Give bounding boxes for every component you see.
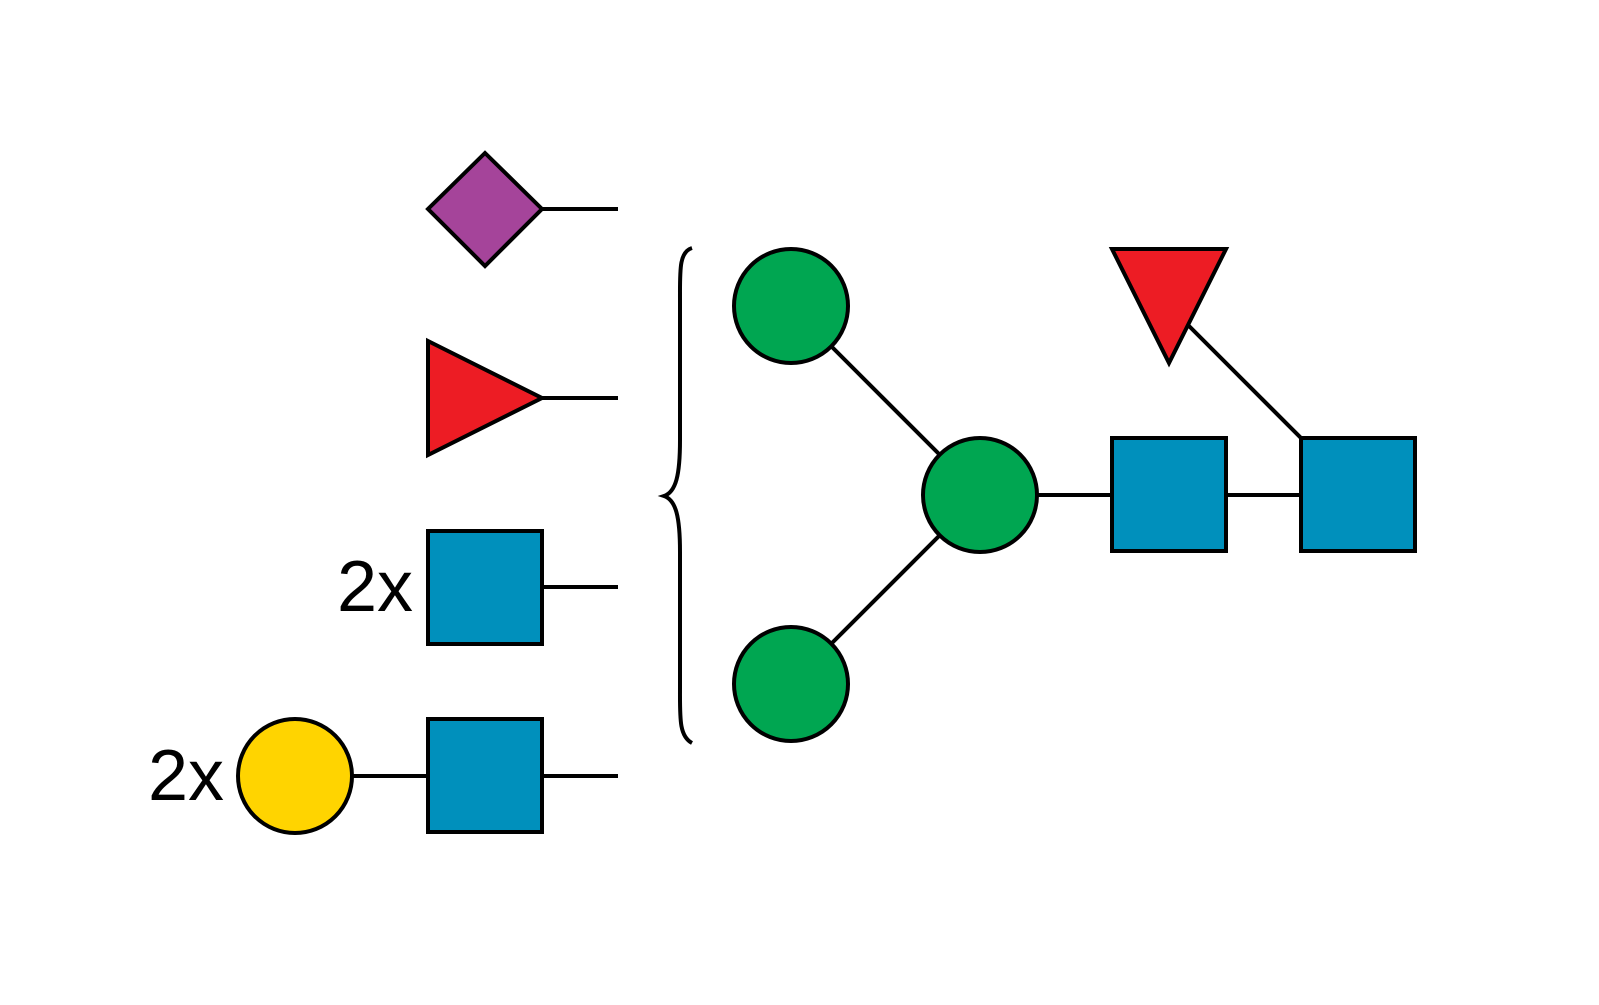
mannose-lower-circle xyxy=(732,625,850,743)
core-glcnac-square-reducing xyxy=(1299,436,1417,553)
core-glcnac-square-1 xyxy=(1110,436,1228,553)
neuac-diamond xyxy=(425,150,545,269)
antenna-neuac-group xyxy=(425,150,618,269)
antenna-lacnac-group: 2x xyxy=(148,717,618,835)
core-structure xyxy=(732,247,1417,743)
gal-circle xyxy=(236,717,354,835)
curly-brace xyxy=(657,246,694,745)
antenna-fucose-group xyxy=(426,337,618,459)
lacnac-glcnac-square xyxy=(426,717,544,834)
mannose-core-circle xyxy=(921,436,1039,554)
mannose-upper-circle xyxy=(732,247,850,365)
fucose-triangle xyxy=(426,337,547,459)
core-fucose-triangle xyxy=(1108,247,1230,368)
antenna-glcnac-group: 2x xyxy=(337,529,618,646)
glcnac-square xyxy=(426,529,544,646)
lacnac-count-label: 2x xyxy=(148,736,224,816)
glcnac-count-label: 2x xyxy=(337,547,413,627)
